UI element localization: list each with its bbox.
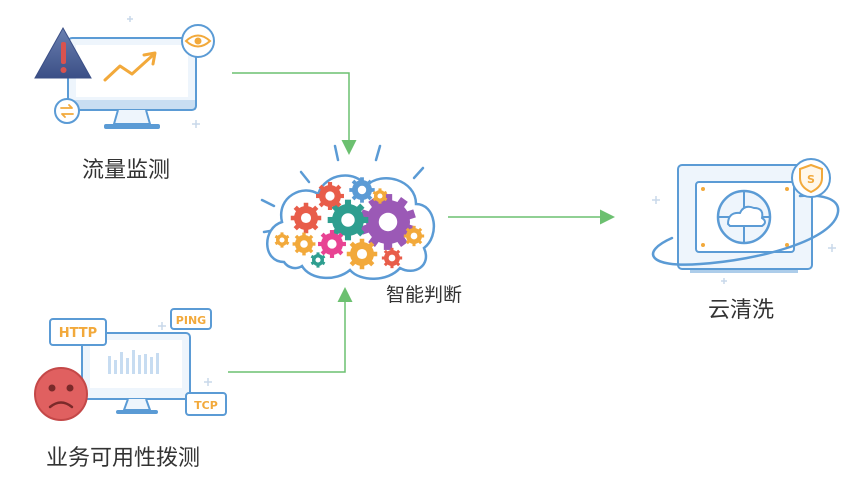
gear-icon: [346, 238, 378, 270]
gear-icon: [310, 252, 326, 268]
ping-tag: PING: [170, 308, 212, 330]
cloud-scrubbing-label: 云清洗: [708, 298, 775, 323]
tcp-tag-label: TCP: [194, 399, 218, 412]
gear-icon: [327, 199, 369, 241]
cloud-icon: [726, 205, 766, 227]
scrubbing-device-illustration: [651, 164, 840, 273]
http-tag-label: HTTP: [59, 326, 97, 341]
gear-icon: [318, 230, 346, 258]
trend-up-icon: [103, 54, 154, 82]
traffic-monitor-illustration: [67, 37, 197, 129]
svg-text:S: S: [807, 173, 815, 186]
eye-icon: [181, 24, 215, 58]
transfer-icon: [54, 98, 80, 124]
sparkle-decor: [127, 16, 836, 386]
intelligent-judgment-label: 智能判断: [386, 284, 463, 306]
arrow-probe-to-judgment: [228, 287, 353, 373]
availability-probe-label: 业务可用性拨测: [46, 446, 201, 471]
gear-icon: [381, 247, 403, 269]
gear-icon: [403, 225, 425, 247]
tcp-tag: TCP: [185, 392, 227, 416]
shield-icon: S: [791, 158, 831, 198]
gear-icon: [316, 182, 344, 210]
orbit-ring: [651, 194, 840, 266]
gear-icon: [372, 188, 388, 204]
ping-tag-label: PING: [176, 314, 206, 327]
gear-icon: [290, 202, 322, 234]
warning-icon: [34, 26, 92, 79]
gear-icon: [274, 232, 290, 248]
gear-cluster: [274, 177, 425, 270]
traffic-monitoring-label: 流量监测: [82, 158, 171, 183]
gear-icon: [349, 177, 375, 203]
http-tag: HTTP: [49, 318, 107, 346]
probe-monitor-illustration: [81, 332, 191, 414]
sad-face-icon: [34, 367, 88, 421]
gear-icon: [292, 232, 316, 256]
arrow-monitoring-to-judgment: [232, 72, 357, 155]
